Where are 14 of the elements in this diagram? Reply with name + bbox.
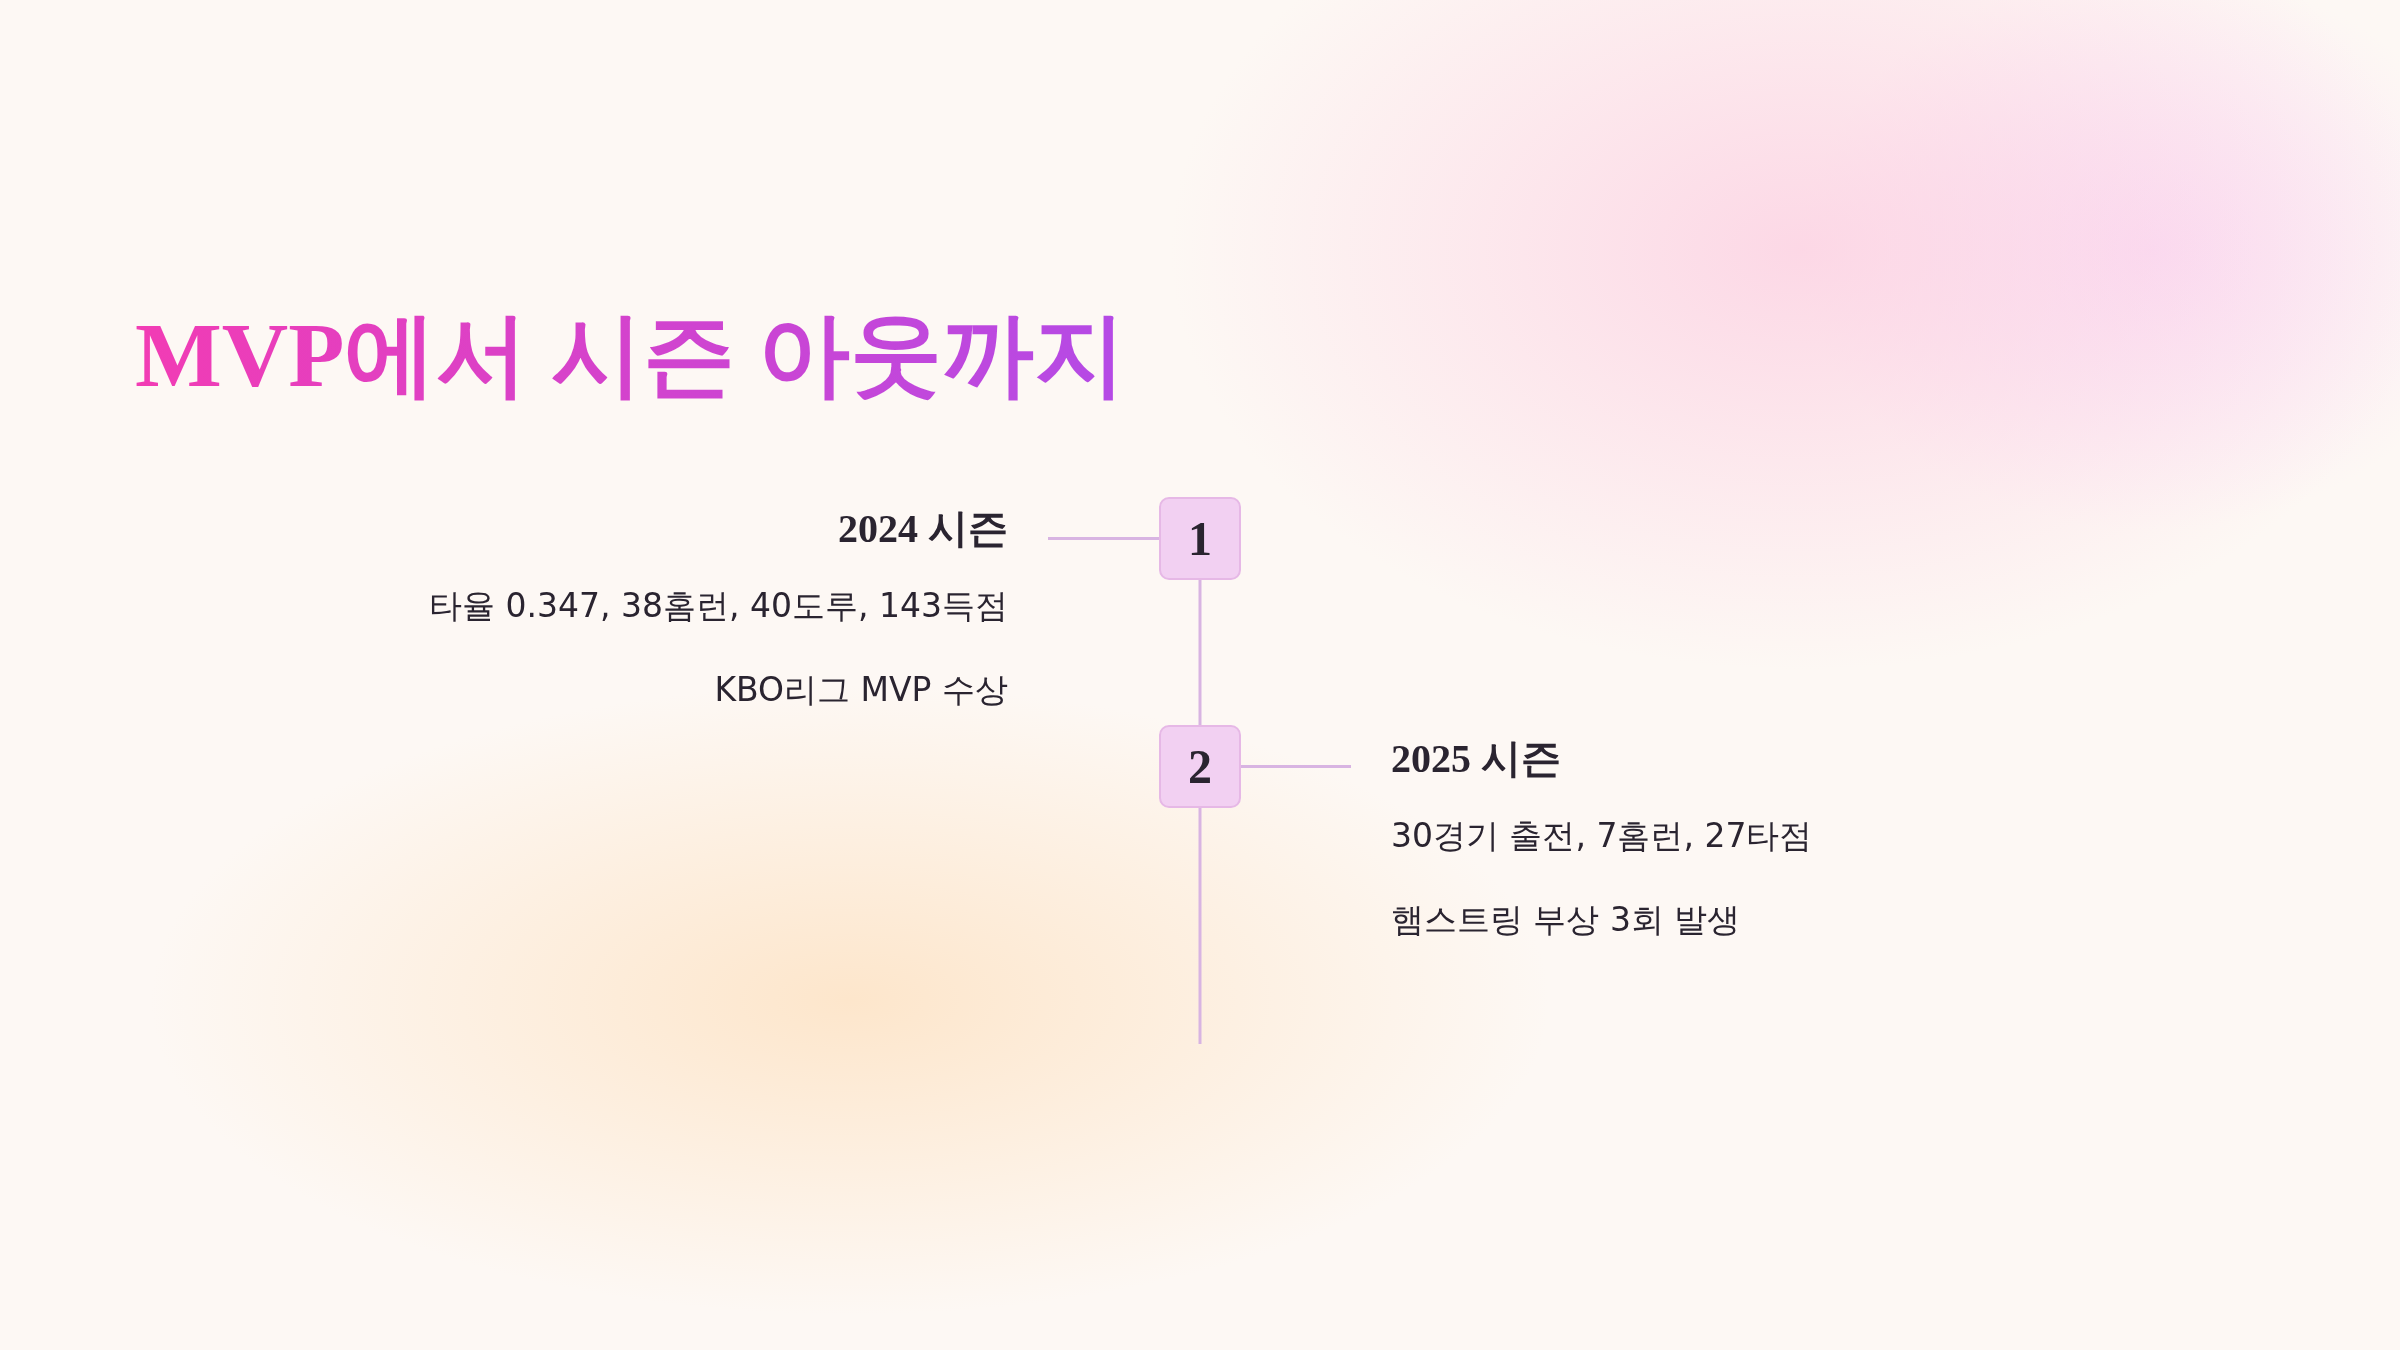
connector-line [1198,580,1202,725]
step-number: 2 [1188,739,1212,794]
season-heading: 2025 시즌 [1391,735,1561,783]
step-number-box [1159,725,1241,808]
season-detail: KBO리그 MVP 수상 [714,670,1008,710]
season-heading: 2024 시즌 [838,505,1008,553]
connector-line [1048,537,1159,540]
season-detail: 30경기 출전, 7홈런, 27타점 [1391,816,1813,856]
step-number: 1 [1188,511,1212,566]
connector-line [1241,765,1351,768]
step-number-box [1159,497,1241,580]
season-detail: 타율 0.347, 38홈런, 40도루, 143득점 [429,586,1008,626]
connector-line [1198,808,1202,1044]
season-detail: 햄스트링 부상 3회 발생 [1391,900,1741,940]
